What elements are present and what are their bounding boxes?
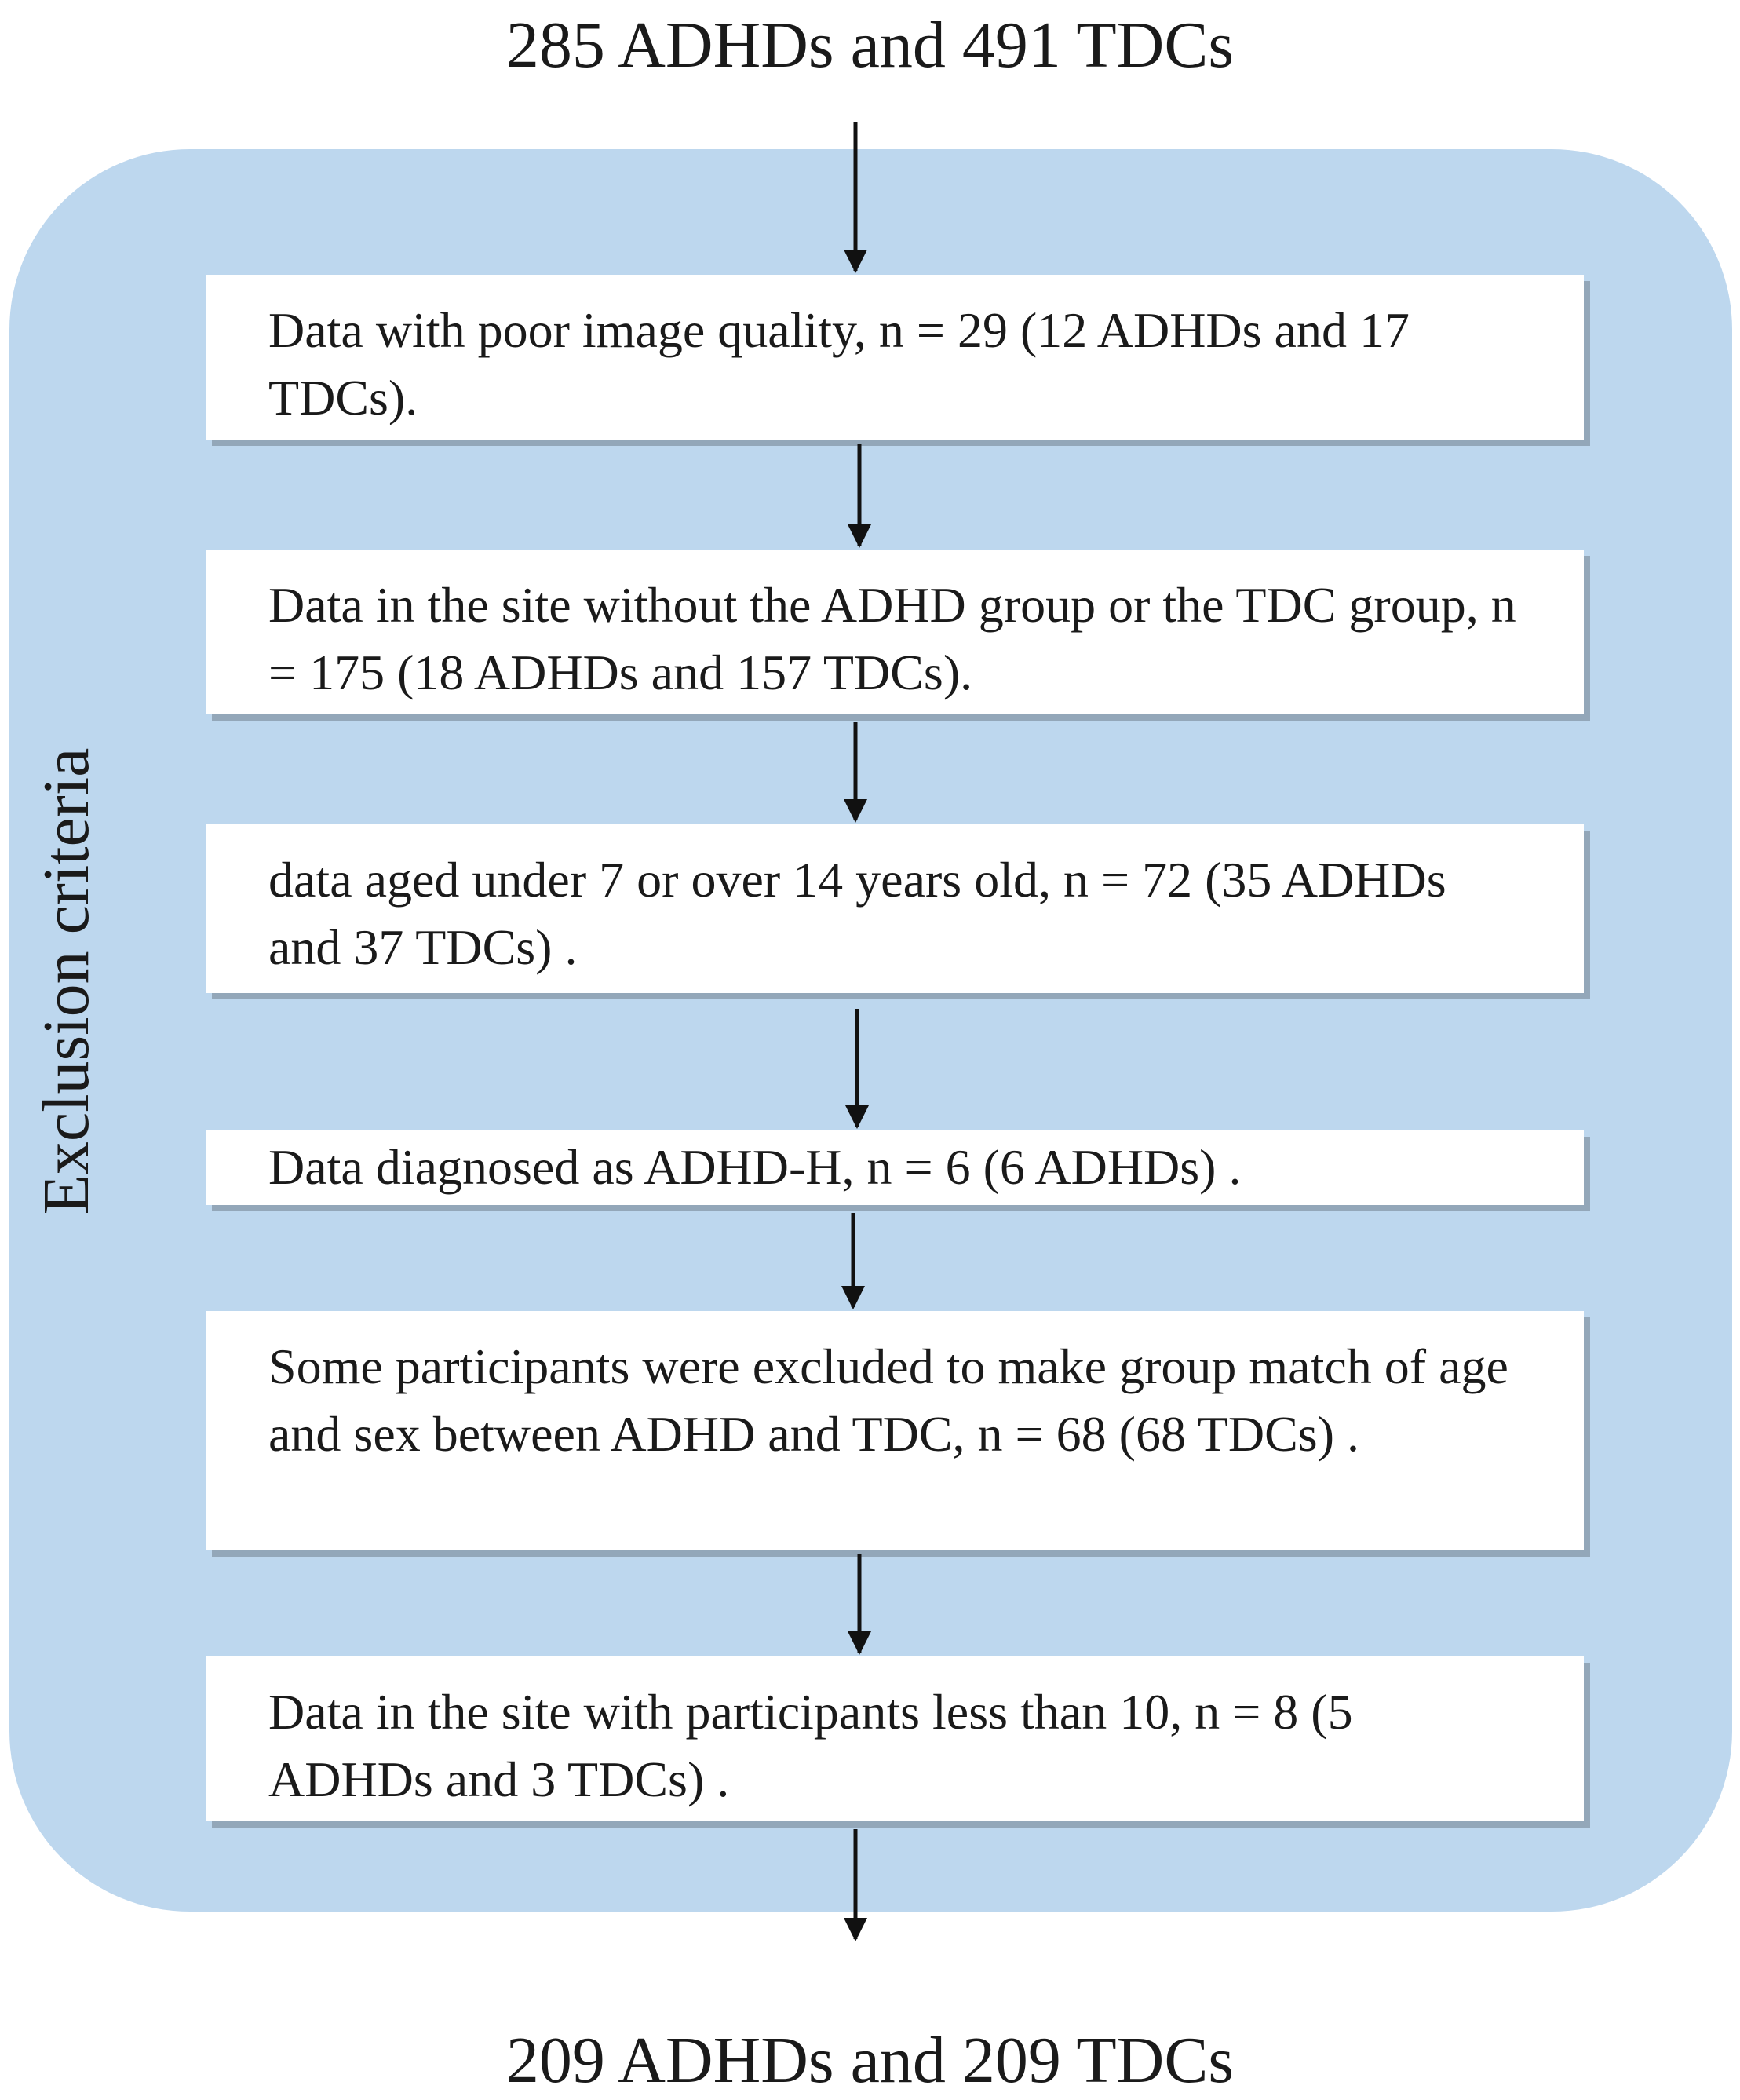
exclusion-step-2-box: Data in the site without the ADHD group … <box>206 550 1584 714</box>
exclusion-step-5-box: Some participants were excluded to make … <box>206 1311 1584 1550</box>
exclusion-criteria-label: Exclusion criteria <box>30 747 103 1215</box>
exclusion-criteria-panel <box>9 149 1732 1912</box>
exclusion-step-3-text: data aged under 7 or over 14 years old, … <box>268 852 1446 975</box>
exclusion-step-1-text: Data with poor image quality, n = 29 (12… <box>268 302 1410 425</box>
exclusion-step-6-box: Data in the site with participants less … <box>206 1656 1584 1821</box>
exclusion-step-6-text: Data in the site with participants less … <box>268 1684 1353 1807</box>
exclusion-step-4-box: Data diagnosed as ADHD-H, n = 6 (6 ADHDs… <box>206 1130 1584 1205</box>
exclusion-step-3-box: data aged under 7 or over 14 years old, … <box>206 824 1584 993</box>
exclusion-step-5-text: Some participants were excluded to make … <box>268 1339 1508 1462</box>
input-sample-title: 285 ADHDs and 491 TDCs <box>505 9 1235 82</box>
exclusion-step-1-box: Data with poor image quality, n = 29 (12… <box>206 275 1584 440</box>
exclusion-step-2-text: Data in the site without the ADHD group … <box>268 577 1516 700</box>
final-sample-title: 209 ADHDs and 209 TDCs <box>505 2024 1235 2097</box>
exclusion-step-4-text: Data diagnosed as ADHD-H, n = 6 (6 ADHDs… <box>268 1139 1242 1195</box>
